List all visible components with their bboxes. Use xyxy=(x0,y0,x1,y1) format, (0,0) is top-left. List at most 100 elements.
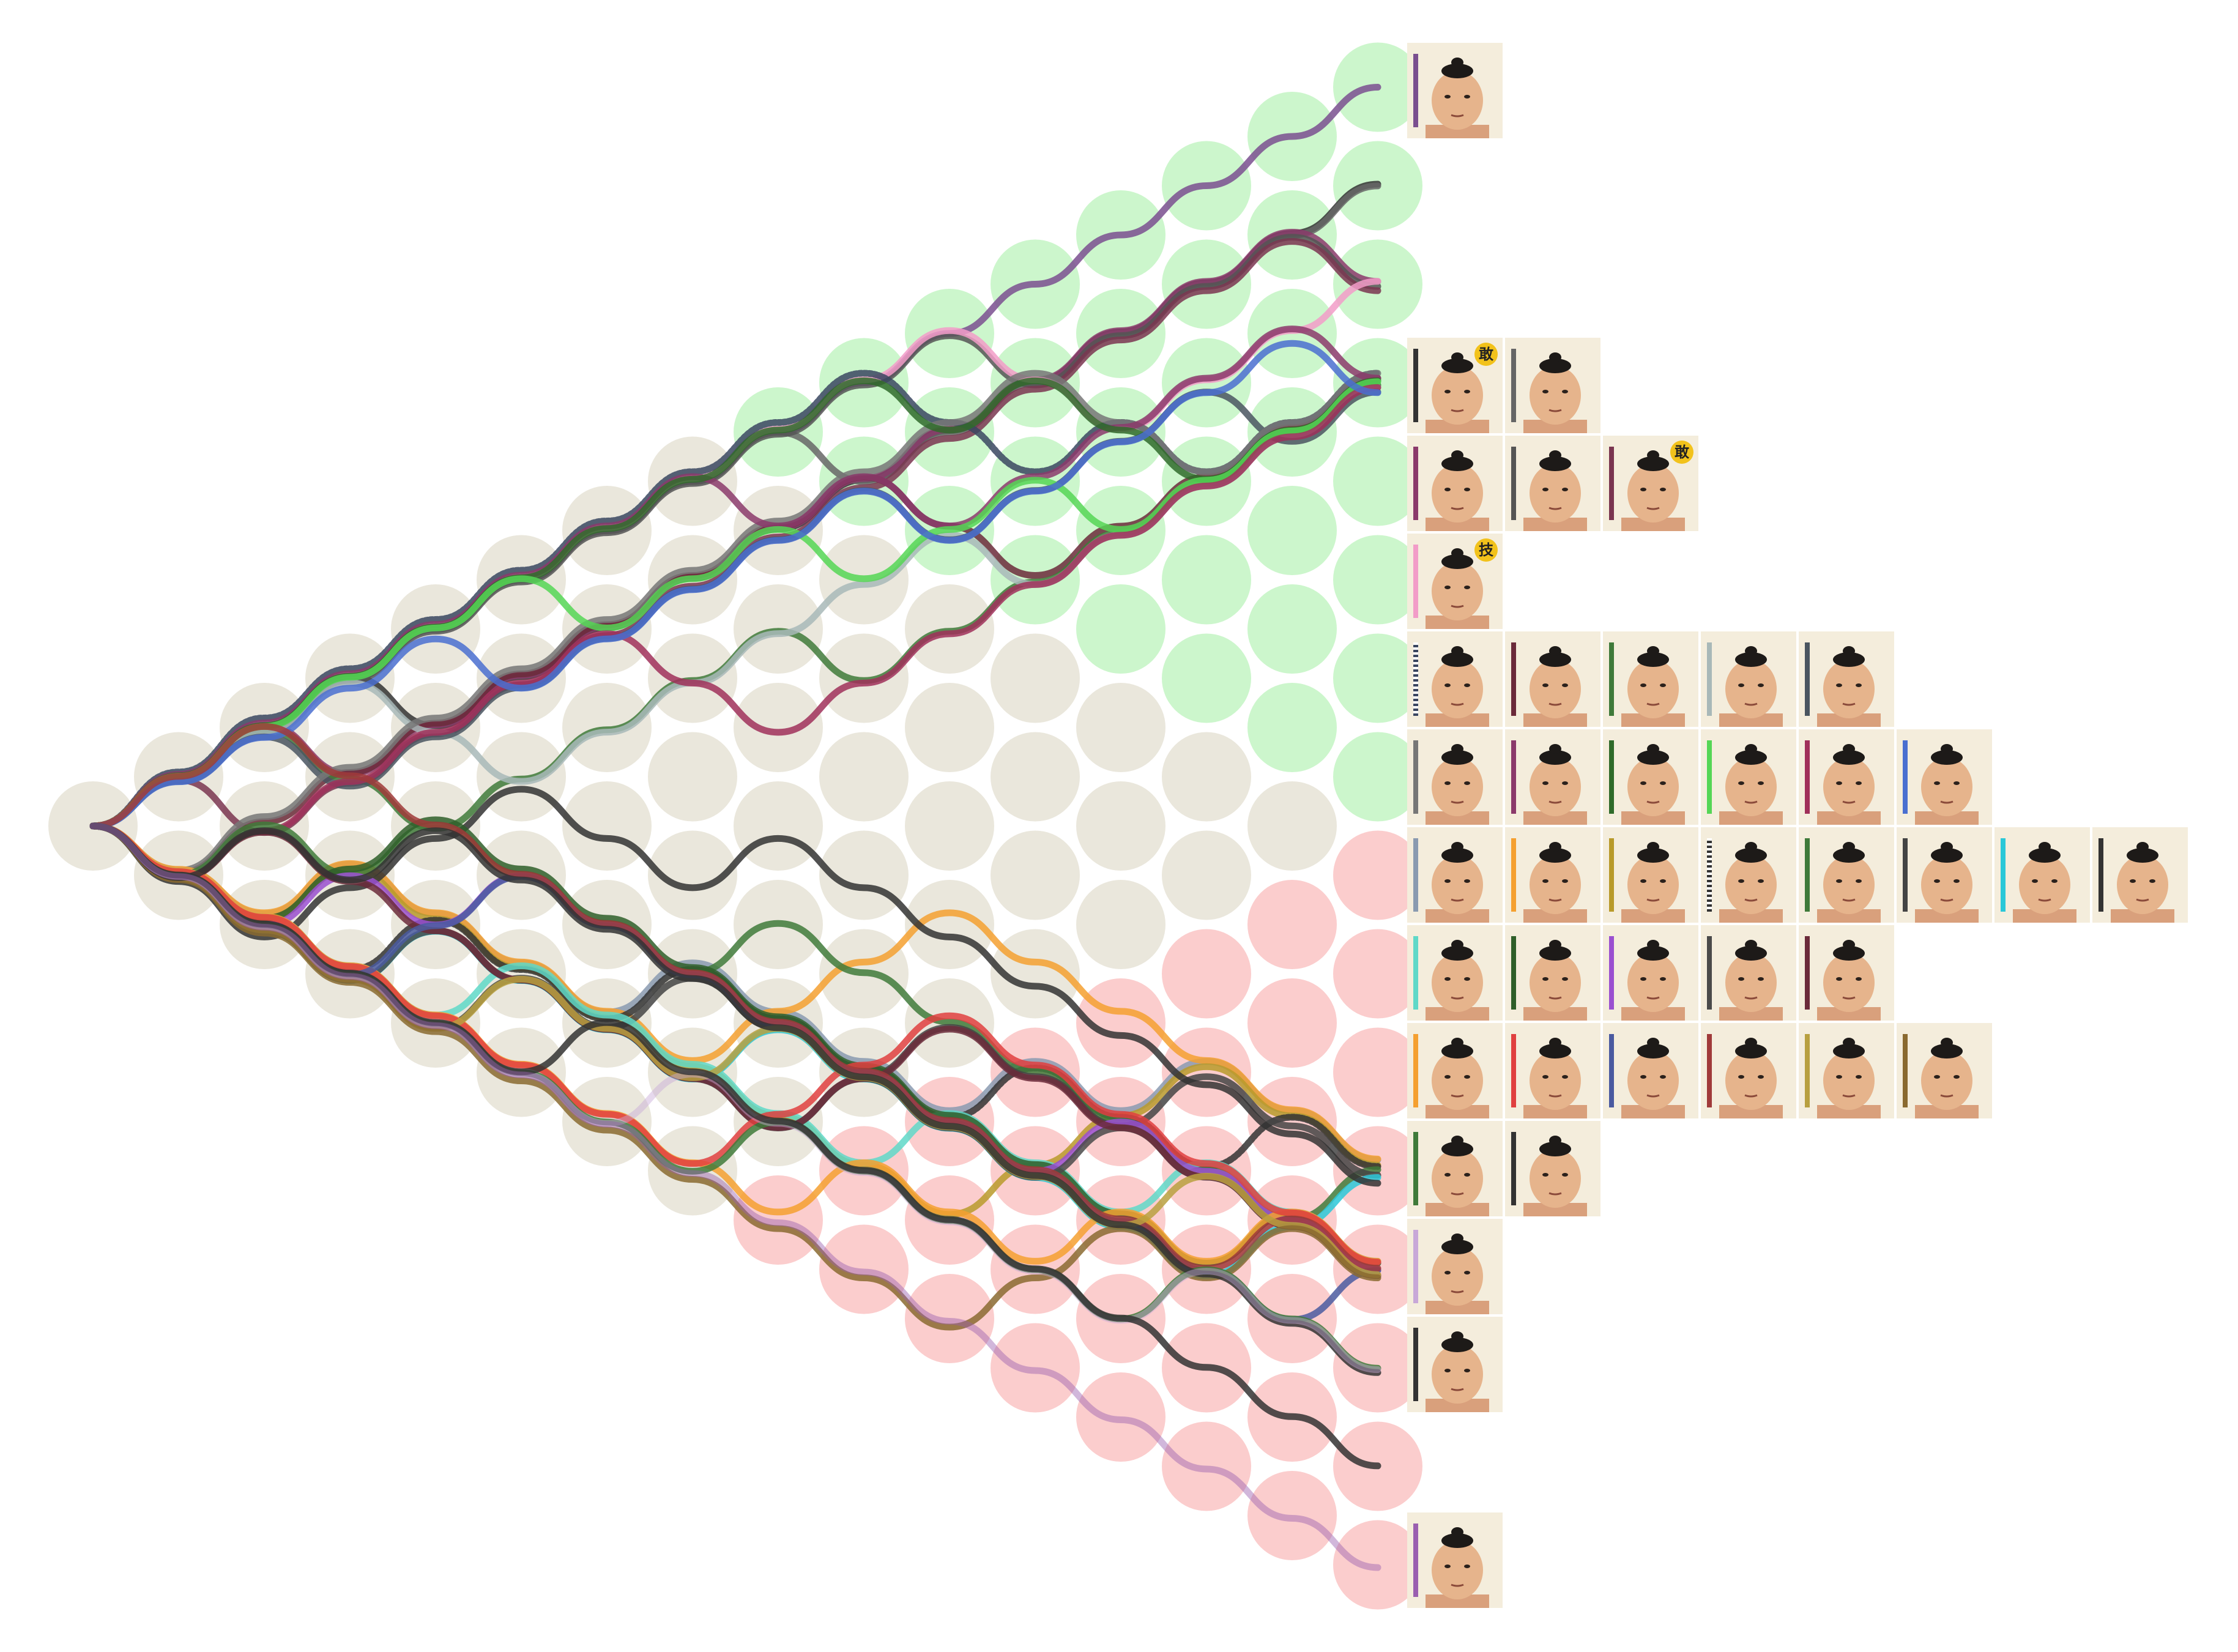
wrestler-portrait[interactable] xyxy=(1603,1023,1698,1118)
wrestler-portrait[interactable] xyxy=(1701,631,1796,727)
wrestler-portrait[interactable] xyxy=(1407,43,1503,138)
wrestler-face-icon xyxy=(1523,450,1587,531)
wrestler-face-icon xyxy=(1817,940,1881,1021)
wrestler-portrait[interactable] xyxy=(1505,827,1600,923)
wrestler-face-icon xyxy=(1426,352,1489,433)
outcome-circle xyxy=(1333,1027,1422,1117)
outcome-circle xyxy=(1247,1077,1337,1166)
wrestler-color-key xyxy=(1609,936,1614,1010)
wrestler-face-icon xyxy=(1719,646,1783,727)
wrestler-face-icon xyxy=(1426,842,1489,923)
result-row-win-11: 敢 xyxy=(1407,436,1701,531)
outcome-circle xyxy=(1247,978,1337,1068)
wrestler-color-key xyxy=(1511,838,1516,912)
wrestler-portrait[interactable] xyxy=(1799,925,1894,1021)
outcome-circle xyxy=(1333,1520,1422,1610)
wrestler-portrait[interactable] xyxy=(1505,1121,1600,1216)
wrestler-portrait[interactable] xyxy=(1407,827,1503,923)
wrestler-face-icon xyxy=(1523,744,1587,825)
wrestler-color-key xyxy=(1413,545,1418,618)
outcome-circle xyxy=(1162,1421,1251,1511)
outcome-circle xyxy=(991,633,1080,723)
wrestler-portrait[interactable] xyxy=(1799,631,1894,727)
result-row-loss-12 xyxy=(1407,1219,1505,1314)
outcome-circle xyxy=(991,929,1080,1019)
wrestler-face-icon xyxy=(1915,744,1979,825)
wrestler-path-lines xyxy=(89,83,1381,1571)
wrestler-portrait[interactable] xyxy=(1701,925,1796,1021)
wrestler-face-icon xyxy=(1817,1038,1881,1118)
result-row-win-9 xyxy=(1407,631,1897,727)
wrestler-portrait[interactable] xyxy=(1799,827,1894,923)
wrestler-portrait[interactable] xyxy=(1407,925,1503,1021)
wrestler-portrait[interactable] xyxy=(1701,827,1796,923)
outcome-circle xyxy=(734,781,823,871)
wrestler-portrait[interactable] xyxy=(1407,1219,1503,1314)
wrestler-portrait[interactable] xyxy=(1407,1512,1503,1608)
wrestler-portrait[interactable] xyxy=(1603,631,1698,727)
wrestler-color-key xyxy=(1707,1034,1712,1107)
outcome-circle xyxy=(991,732,1080,822)
wrestler-portrait[interactable] xyxy=(2092,827,2188,923)
outcome-circle xyxy=(1333,436,1422,526)
wrestler-portrait[interactable] xyxy=(1505,436,1600,531)
wrestler-portrait[interactable] xyxy=(1603,925,1698,1021)
outcome-circle xyxy=(1162,732,1251,822)
special-prize-badge: 敢 xyxy=(1670,441,1693,464)
result-row-loss-13 xyxy=(1407,1317,1505,1412)
wrestler-path xyxy=(89,822,1381,1376)
wrestler-portrait[interactable] xyxy=(1407,631,1503,727)
wrestler-face-icon xyxy=(1426,646,1489,727)
wrestler-color-key xyxy=(1413,1132,1418,1205)
wrestler-path xyxy=(89,370,1381,874)
wrestler-color-key xyxy=(2001,838,2006,912)
wrestler-face-icon xyxy=(1621,646,1685,727)
wrestler-portrait[interactable] xyxy=(1701,1023,1796,1118)
wrestler-path xyxy=(89,822,1381,1571)
wrestler-portrait[interactable] xyxy=(1799,1023,1894,1118)
wrestler-face-icon xyxy=(1426,1233,1489,1314)
outcome-circle xyxy=(1333,830,1422,920)
wrestler-portrait[interactable] xyxy=(1897,729,1992,825)
wrestler-color-key xyxy=(1413,838,1418,912)
outcome-circle xyxy=(1162,633,1251,723)
outcome-circle xyxy=(734,1175,823,1265)
wrestler-portrait[interactable] xyxy=(1505,925,1600,1021)
wrestler-color-key xyxy=(1413,1328,1418,1401)
wrestler-portrait[interactable]: 敢 xyxy=(1603,436,1698,531)
wrestler-face-icon xyxy=(1915,1038,1979,1118)
wrestler-portrait[interactable] xyxy=(1505,729,1600,825)
outcome-circle xyxy=(819,830,909,920)
outcome-circle xyxy=(1247,1471,1337,1560)
wrestler-portrait[interactable] xyxy=(1897,1023,1992,1118)
wrestler-portrait[interactable]: 敢 xyxy=(1407,338,1503,433)
wrestler-portrait[interactable] xyxy=(1505,1023,1600,1118)
wrestler-color-key xyxy=(1805,642,1810,716)
wrestler-portrait[interactable] xyxy=(1505,338,1600,433)
wrestler-portrait[interactable] xyxy=(1897,827,1992,923)
wrestler-portrait[interactable] xyxy=(1407,436,1503,531)
wrestler-face-icon xyxy=(1719,1038,1783,1118)
wrestler-portrait[interactable] xyxy=(1799,729,1894,825)
wrestler-portrait[interactable] xyxy=(1407,729,1503,825)
wrestler-color-key xyxy=(1707,936,1712,1010)
wrestler-portrait[interactable] xyxy=(1407,1121,1503,1216)
wrestler-color-key xyxy=(1413,936,1418,1010)
outcome-circle xyxy=(1076,1372,1165,1462)
wrestler-portrait[interactable] xyxy=(1994,827,2090,923)
outcome-circle xyxy=(1076,584,1165,674)
outcome-circle xyxy=(1076,880,1165,969)
wrestler-color-key xyxy=(1609,838,1614,912)
wrestler-portrait[interactable] xyxy=(1505,631,1600,727)
wrestler-portrait[interactable] xyxy=(1407,1317,1503,1412)
result-row-loss-8 xyxy=(1407,827,2190,923)
wrestler-portrait[interactable] xyxy=(1701,729,1796,825)
wrestler-portrait[interactable] xyxy=(1603,729,1698,825)
wrestler-portrait[interactable]: 技 xyxy=(1407,534,1503,629)
wrestler-face-icon xyxy=(1426,1527,1489,1608)
outcome-circle xyxy=(1076,978,1165,1068)
wrestler-face-icon xyxy=(1426,744,1489,825)
wrestler-portrait[interactable] xyxy=(1603,827,1698,923)
wrestler-path xyxy=(89,384,1381,881)
wrestler-portrait[interactable] xyxy=(1407,1023,1503,1118)
